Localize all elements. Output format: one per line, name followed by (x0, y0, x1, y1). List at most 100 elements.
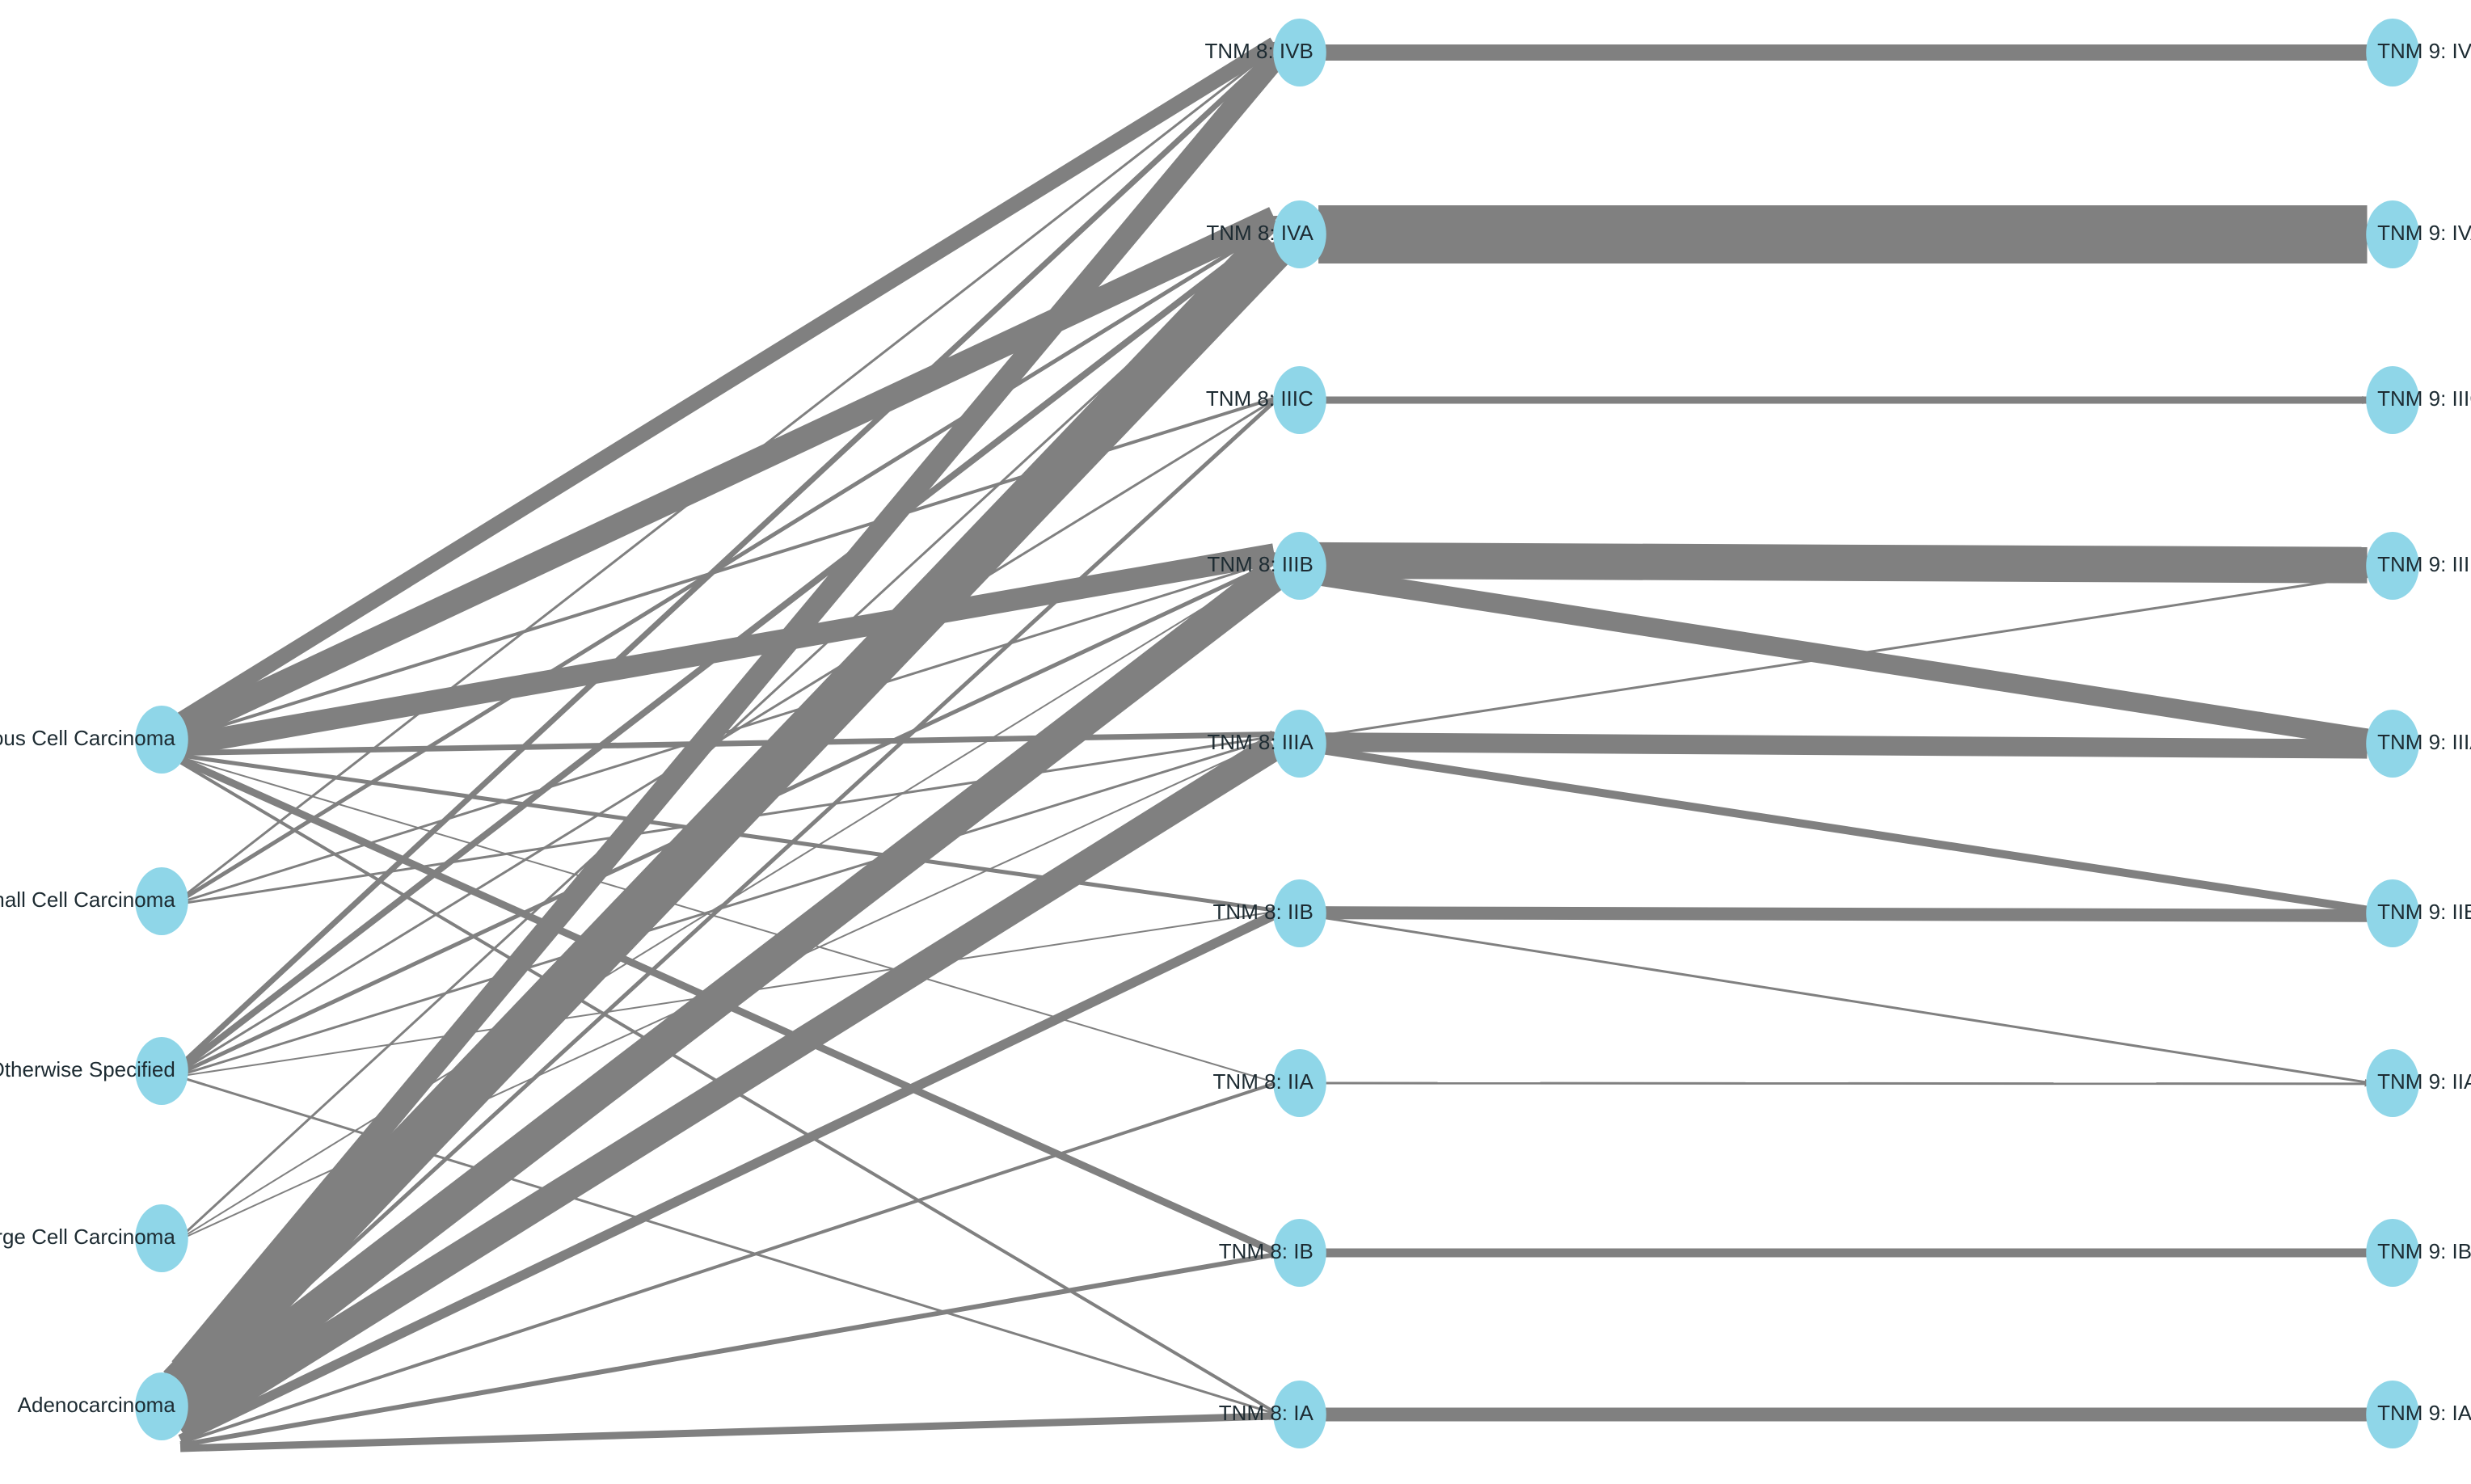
flow-link (163, 228, 1292, 1404)
flow-arrowhead (2359, 910, 2372, 921)
node-circle[interactable] (135, 867, 188, 935)
flow-link (1318, 732, 2368, 759)
flow-link (178, 48, 1276, 1068)
node-label: TNM 8: IIIB (1207, 552, 1313, 576)
node-label: TNM 9: IIB (2377, 900, 2471, 924)
flow-link (173, 735, 1282, 1441)
node-circle[interactable] (2366, 200, 2419, 268)
graph-node-t9_iiib[interactable]: TNM 9: IIIB (2366, 532, 2471, 600)
flow-link (179, 48, 1276, 900)
flow-link (179, 736, 1275, 1077)
node-circle[interactable] (2366, 879, 2419, 947)
node-circle[interactable] (135, 706, 188, 774)
flow-link (179, 400, 1276, 1404)
flow-link (1318, 915, 2368, 1084)
node-circle[interactable] (2366, 710, 2419, 778)
graph-node-t8_iia[interactable]: TNM 8: IIA (1213, 1049, 1326, 1117)
node-label: TNM 8: IIB (1213, 900, 1314, 924)
graph-node-t9_ivb[interactable]: TNM 9: IVB (2366, 19, 2471, 86)
flow-link (179, 1081, 1276, 1445)
node-circle[interactable] (1273, 1381, 1326, 1448)
flow-arrowhead (2357, 46, 2372, 59)
node-label: TNM 9: IIIB (2377, 552, 2471, 576)
node-circle[interactable] (2366, 532, 2419, 600)
graph-node-t8_ia[interactable]: TNM 8: IA (1219, 1381, 1326, 1448)
node-circle[interactable] (1273, 532, 1326, 600)
node-label: Squamous Cell Carcinoma (0, 726, 175, 750)
graph-node-nos[interactable]: Not Otherwise Specified (0, 1037, 188, 1105)
graph-node-t8_iiia[interactable]: TNM 8: IIIA (1207, 710, 1326, 778)
flow-link (179, 224, 1276, 903)
flow-link (1318, 542, 2368, 584)
graph-node-t8_ivb[interactable]: TNM 8: IVB (1204, 19, 1326, 86)
nodes-layer: Squamous Cell CarcinomaSmall Cell Carcin… (0, 19, 2471, 1448)
flow-link (1318, 745, 2368, 914)
flow-link (179, 230, 1276, 1239)
node-circle[interactable] (1273, 1049, 1326, 1117)
node-label: TNM 9: IB (2377, 1239, 2471, 1263)
graph-node-t9_iiic[interactable]: TNM 9: IIIC (2366, 366, 2471, 434)
flow-arrowhead (2354, 557, 2372, 573)
node-label: TNM 9: IIIC (2377, 386, 2471, 411)
graph-node-t9_iib[interactable]: TNM 9: IIB (2366, 879, 2471, 947)
graph-node-lcc[interactable]: Large Cell Carcinoma (0, 1204, 188, 1272)
flow-link (1318, 1081, 2368, 1086)
node-label: TNM 9: IVA (2377, 221, 2471, 245)
node-circle[interactable] (135, 1372, 188, 1440)
graph-node-sclc[interactable]: Small Cell Carcinoma (0, 867, 188, 935)
node-label: TNM 9: IA (2377, 1401, 2471, 1425)
graph-node-t8_iva[interactable]: TNM 8: IVA (1206, 200, 1326, 268)
node-label: Small Cell Carcinoma (0, 887, 175, 912)
graph-node-t9_iva[interactable]: TNM 9: IVA (2366, 200, 2471, 268)
node-circle[interactable] (1273, 366, 1326, 434)
node-circle[interactable] (1273, 710, 1326, 778)
node-label: Not Otherwise Specified (0, 1057, 175, 1081)
graph-node-t8_ib[interactable]: TNM 8: IB (1219, 1219, 1326, 1287)
node-circle[interactable] (1273, 19, 1326, 86)
flow-link (179, 756, 1275, 1083)
node-label: TNM 8: IIIC (1206, 386, 1314, 411)
node-circle[interactable] (135, 1037, 188, 1105)
node-label: TNM 8: IB (1219, 1239, 1314, 1263)
flow-link (1318, 574, 2368, 738)
node-label: TNM 9: IIIA (2377, 730, 2471, 754)
node-label: TNM 8: IIA (1213, 1069, 1314, 1094)
node-circle[interactable] (1273, 200, 1326, 268)
graph-node-t8_iiic[interactable]: TNM 8: IIIC (1206, 366, 1326, 434)
node-circle[interactable] (1273, 879, 1326, 947)
node-label: TNM 8: IIIA (1207, 730, 1314, 754)
node-label: Large Cell Carcinoma (0, 1225, 175, 1249)
graph-node-t9_iia[interactable]: TNM 9: IIA (2366, 1049, 2471, 1117)
flow-arrowhead (2359, 1409, 2372, 1420)
flow-link (178, 226, 1276, 1072)
flow-link (179, 1252, 1276, 1448)
flow-link (179, 559, 1275, 904)
flow-arrowhead (1259, 215, 1280, 230)
flow-link (170, 560, 1285, 1426)
node-circle[interactable] (2366, 366, 2419, 434)
graph-node-adc[interactable]: Adenocarcinoma (18, 1372, 188, 1440)
flow-arrowhead (2354, 226, 2372, 242)
flow-arrowhead (1260, 549, 1280, 564)
flow-link (179, 1412, 1275, 1452)
node-label: TNM 8: IVB (1204, 39, 1313, 63)
node-circle[interactable] (2366, 1049, 2419, 1117)
node-label: TNM 8: IVA (1206, 221, 1314, 245)
node-circle[interactable] (2366, 1219, 2419, 1287)
node-label: TNM 8: IA (1219, 1401, 1314, 1425)
node-label: TNM 9: IIA (2377, 1069, 2471, 1094)
graph-node-t9_iiia[interactable]: TNM 9: IIIA (2366, 710, 2471, 778)
node-label: TNM 9: IVB (2377, 39, 2471, 63)
node-circle[interactable] (135, 1204, 188, 1272)
graph-node-t9_ib[interactable]: TNM 9: IB (2366, 1219, 2471, 1287)
graph-node-t9_ia[interactable]: TNM 9: IA (2366, 1381, 2471, 1448)
graph-node-scc[interactable]: Squamous Cell Carcinoma (0, 706, 188, 774)
graph-node-t8_iiib[interactable]: TNM 8: IIIB (1207, 532, 1326, 600)
node-circle[interactable] (1273, 1219, 1326, 1287)
graph-node-t8_iib[interactable]: TNM 8: IIB (1213, 879, 1326, 947)
flow-link (1318, 906, 2368, 922)
node-circle[interactable] (2366, 1381, 2419, 1448)
flow-link (176, 37, 1279, 727)
node-circle[interactable] (2366, 19, 2419, 86)
